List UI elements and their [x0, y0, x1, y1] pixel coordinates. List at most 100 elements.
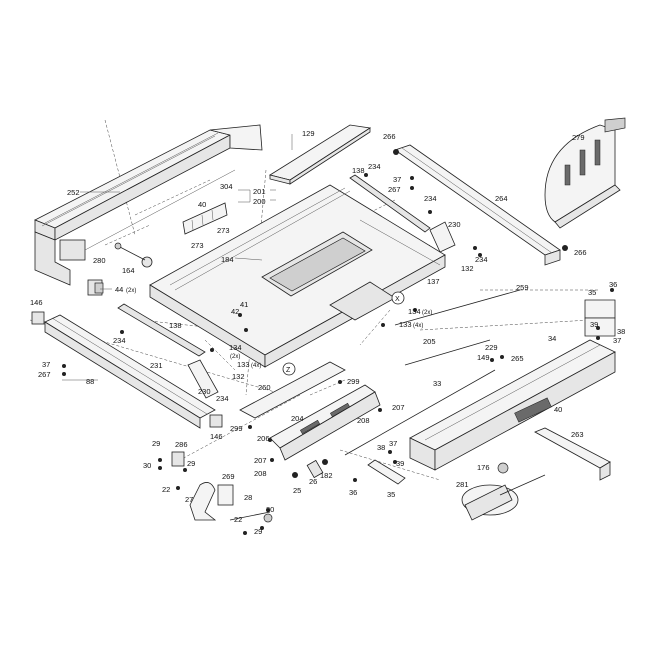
rail-part-263 — [534, 427, 611, 481]
callout-138: 138 — [352, 166, 365, 175]
assembly-line — [29, 319, 286, 396]
callout-273: 273 — [191, 241, 204, 250]
callout-132: 132 — [461, 264, 474, 273]
callout-41: 41 — [240, 300, 248, 309]
assembly-line — [359, 309, 391, 346]
assembly-line — [179, 394, 301, 461]
callout-263: 263 — [571, 430, 584, 439]
callout-146: 146 — [30, 298, 43, 307]
callout-208: 208 — [357, 416, 370, 425]
callout-265: 265 — [511, 354, 524, 363]
callout-299: 299 — [347, 377, 360, 386]
callout-22: 22 — [234, 515, 242, 524]
callout-234: 234 — [368, 162, 381, 171]
callout-27: 27 — [185, 495, 193, 504]
callout-206: 206 — [257, 434, 270, 443]
plate-35-bottom — [367, 459, 406, 485]
callout-299: 299 — [230, 424, 243, 433]
bracket-40-top — [182, 202, 228, 235]
callout-39: 39 — [590, 320, 598, 329]
callout-132: 132 — [232, 372, 245, 381]
assembly-line — [134, 179, 211, 216]
callout-38: 38 — [617, 327, 625, 336]
rail-part-264 — [394, 144, 561, 266]
shaft-28 — [229, 511, 273, 523]
callout-259: 259 — [516, 283, 529, 292]
marker-x — [391, 291, 405, 305]
callout-229: 229 — [485, 343, 498, 352]
leader-lines — [62, 134, 293, 381]
assembly-line — [339, 449, 441, 481]
callout-231: 231 — [150, 361, 163, 370]
callout-35: 35 — [387, 490, 395, 499]
assembly-line — [204, 339, 236, 371]
callout-44-qty: (2x) — [126, 288, 136, 294]
callout-200: 200 — [253, 197, 266, 206]
callout-34: 34 — [548, 334, 556, 343]
callout-39: 39 — [396, 459, 404, 468]
callout-37: 37 — [42, 360, 50, 369]
callout-266: 266 — [383, 132, 396, 141]
callout-36: 36 — [349, 488, 357, 497]
miter-gauge-281 — [461, 462, 546, 521]
callout-269: 269 — [222, 472, 235, 481]
callout-30: 30 — [266, 505, 274, 514]
callout-29: 29 — [187, 459, 195, 468]
callout-205: 205 — [423, 337, 436, 346]
block-146-left — [31, 311, 45, 325]
hardware-parts — [62, 149, 614, 535]
callout-260: 260 — [258, 383, 271, 392]
plate-260 — [239, 361, 346, 419]
rods — [344, 289, 521, 456]
callout-22: 22 — [162, 485, 170, 494]
callout-208: 208 — [254, 469, 267, 478]
callout-40: 40 — [554, 405, 562, 414]
callout-280: 280 — [93, 256, 106, 265]
sleeve-26 — [306, 459, 324, 479]
callout-137: 137 — [427, 277, 440, 286]
callout-28: 28 — [244, 493, 252, 502]
callout-134: 134 — [408, 307, 421, 316]
callout-207: 207 — [254, 456, 267, 465]
assembly-line — [419, 319, 591, 331]
callout-234: 234 — [113, 336, 126, 345]
callout-252: 252 — [67, 188, 80, 197]
callout-146: 146 — [210, 432, 223, 441]
callout-37: 37 — [389, 439, 397, 448]
strip-138-bottom — [117, 303, 206, 357]
callout-40: 40 — [198, 200, 206, 209]
rail-part-252 — [34, 124, 263, 286]
plate-269 — [217, 484, 234, 506]
callout-234: 234 — [424, 194, 437, 203]
callout-134: 134 — [229, 343, 242, 352]
callout-138: 138 — [169, 321, 182, 330]
callout-204: 204 — [291, 414, 304, 423]
callout-37: 37 — [613, 336, 621, 345]
callout-35: 35 — [588, 288, 596, 297]
rod-33 — [344, 369, 496, 456]
callout-36: 36 — [609, 280, 617, 289]
callout-201: 201 — [253, 187, 266, 196]
callout-266: 266 — [574, 248, 587, 257]
clamp-286 — [171, 451, 185, 467]
label-40 — [514, 397, 552, 423]
callout-176: 176 — [477, 463, 490, 472]
callout-25: 25 — [293, 486, 301, 495]
callout-279: 279 — [572, 133, 585, 142]
callout-207: 207 — [392, 403, 405, 412]
clip-44 — [87, 279, 104, 296]
callout-44: 44 — [115, 285, 123, 294]
housing-204 — [269, 384, 381, 461]
bracket-27 — [189, 482, 217, 521]
callout-labels: 252 129 266 279 138 234 37 267 304 201 2… — [30, 129, 625, 536]
callout-134-qty: (2x) — [422, 310, 432, 316]
callout-133-qty: (4x) — [251, 363, 261, 369]
callout-33: 33 — [433, 379, 441, 388]
callout-267: 267 — [388, 185, 401, 194]
callout-x: X — [395, 296, 400, 303]
callout-286: 286 — [175, 440, 188, 449]
callout-29: 29 — [254, 527, 262, 536]
callout-182: 182 — [320, 471, 333, 480]
